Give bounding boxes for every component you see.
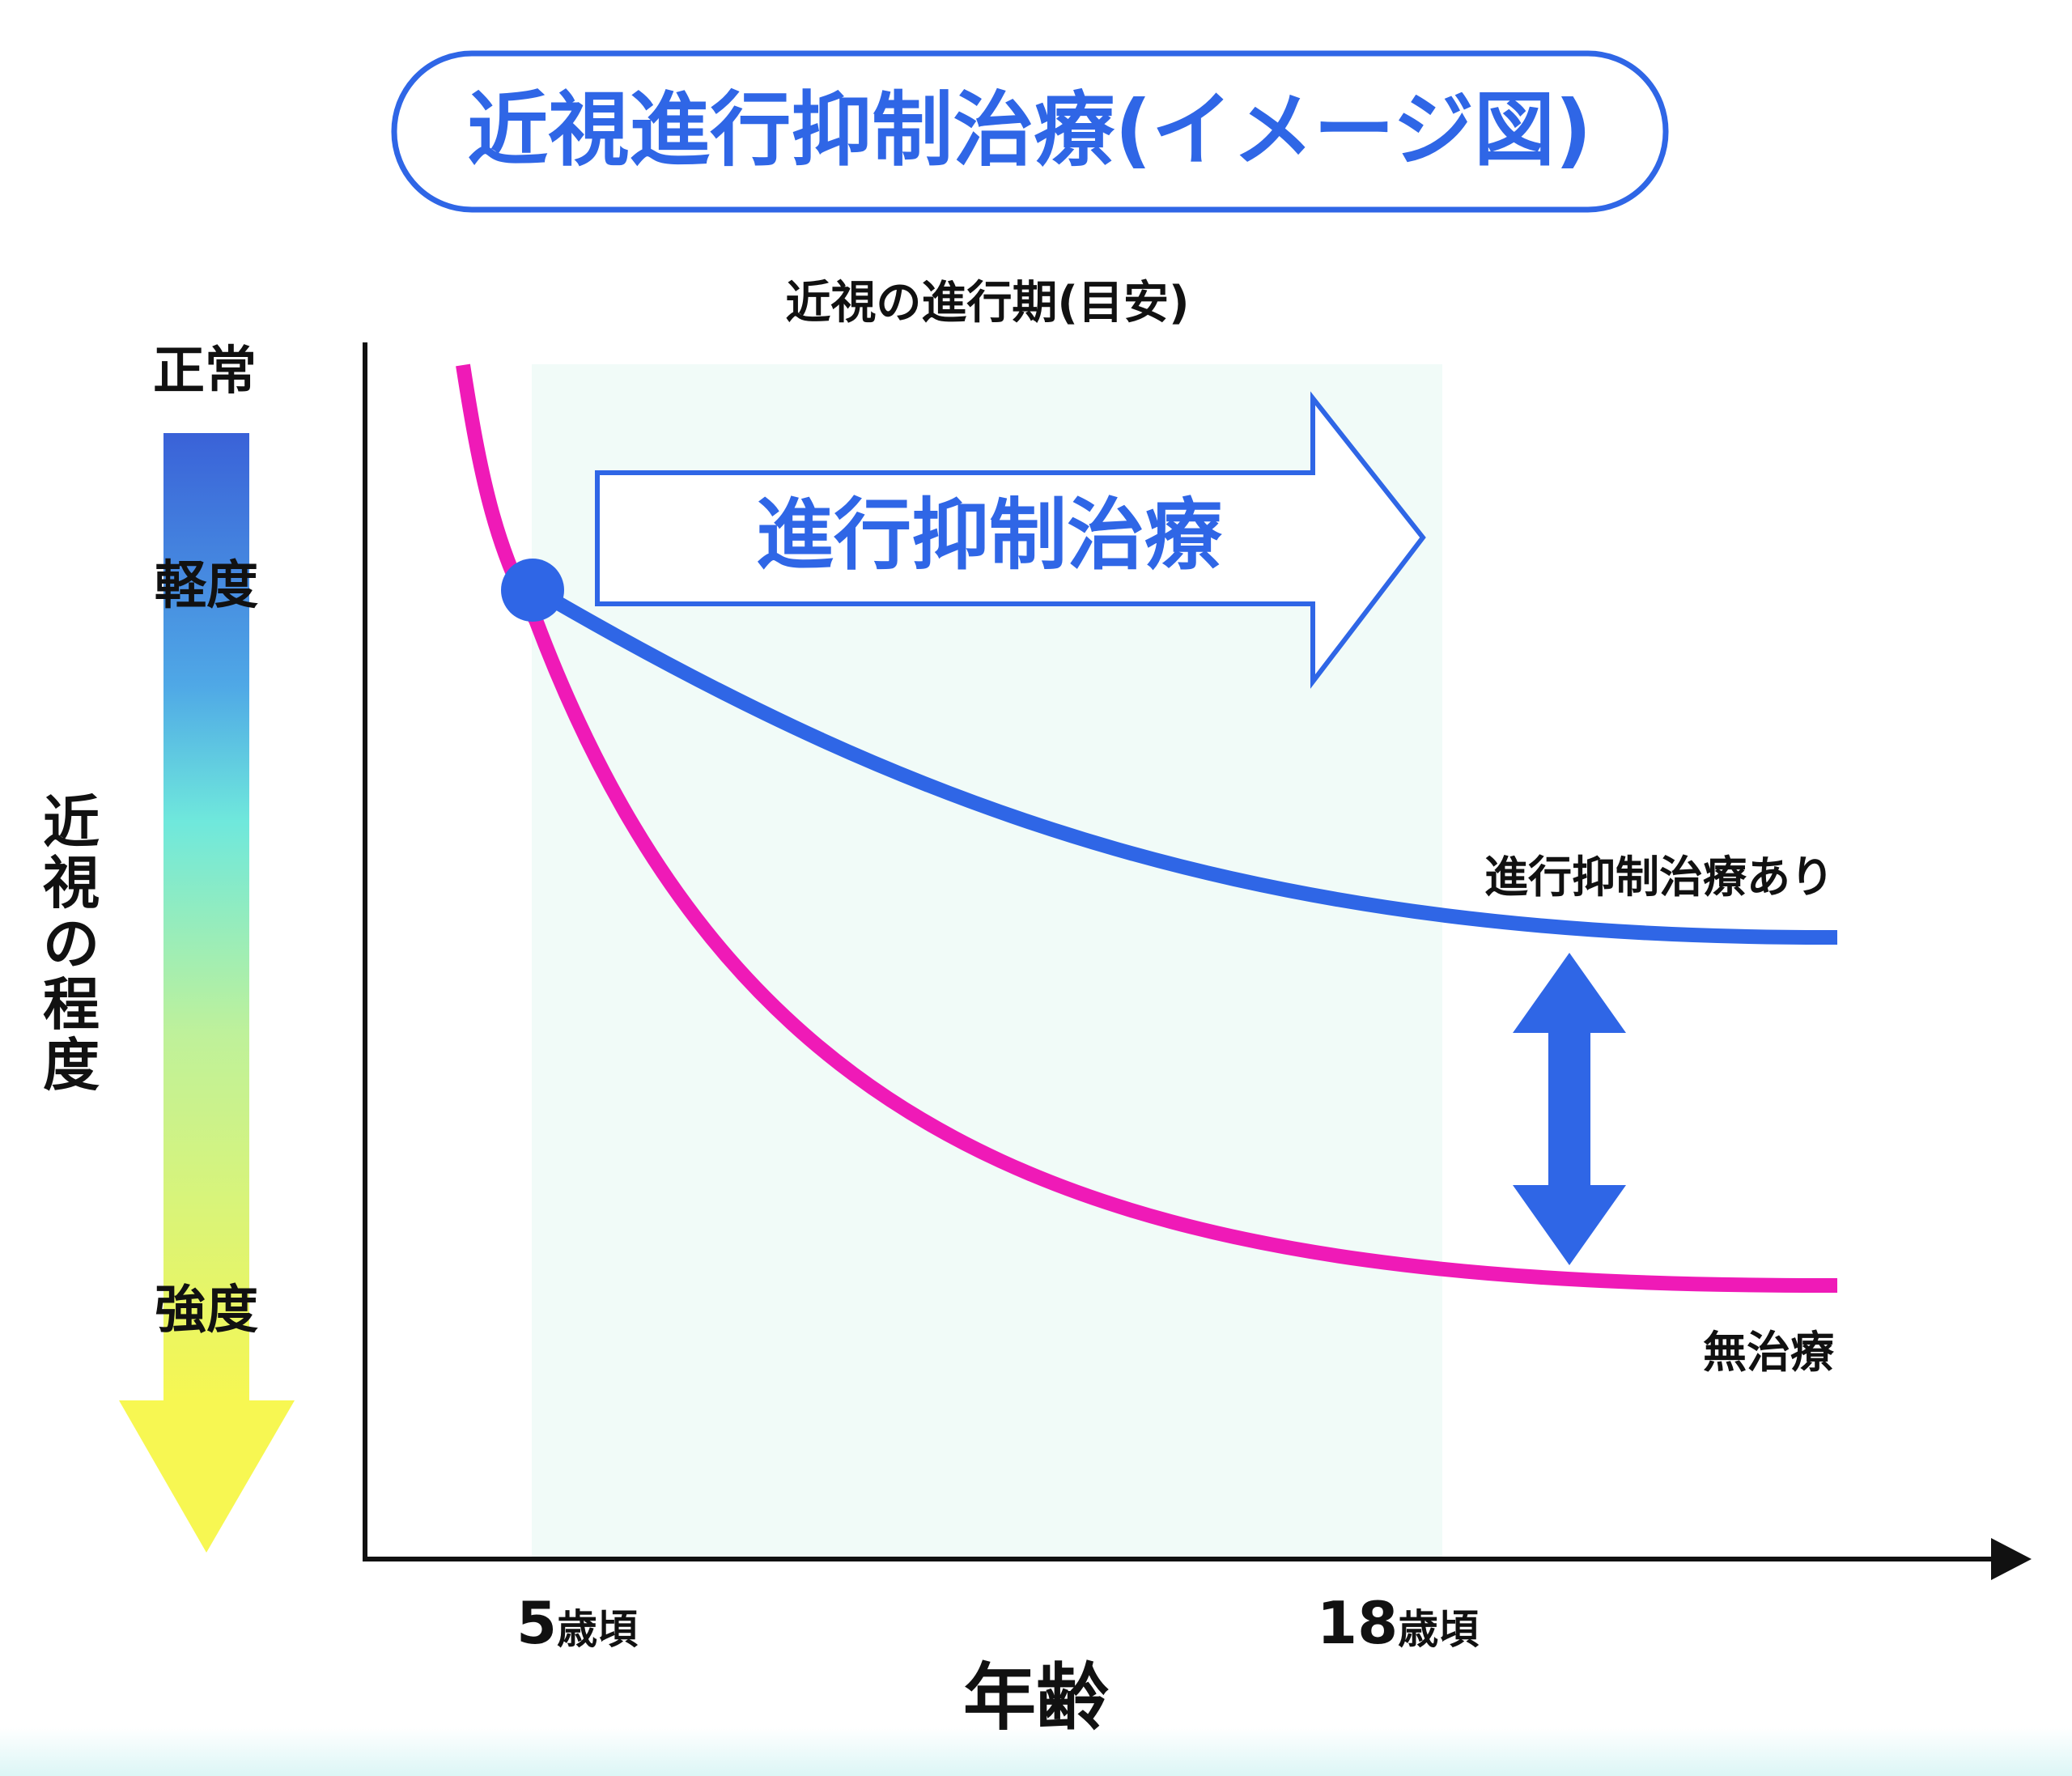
x-tick-age-18: 18歳頃	[1317, 1589, 1479, 1657]
page-title: 近視進行抑制治療(イメージ図)	[467, 83, 1591, 177]
y-axis-label-char: 度	[43, 1032, 100, 1098]
difference-double-arrow	[1513, 953, 1626, 1265]
treatment-arrow-outline	[595, 391, 1426, 689]
x-tick-age-18-number: 18	[1317, 1589, 1398, 1657]
title-frame	[391, 50, 1669, 213]
treatment-start-point	[501, 559, 564, 622]
y-axis-label: 近視の程度	[43, 789, 100, 1098]
x-tick-age-5-number: 5	[516, 1589, 557, 1657]
x-axis-label: 年齢	[963, 1655, 1109, 1740]
x-tick-age-5-unit: 歳頃	[557, 1606, 638, 1653]
x-tick-age-5: 5歳頃	[516, 1589, 638, 1657]
y-axis-label-char: 近	[43, 789, 100, 856]
x-tick-age-18-unit: 歳頃	[1398, 1606, 1479, 1653]
severity-scale: 正常 軽度 強度	[119, 342, 295, 1553]
title-banner: 近視進行抑制治療(イメージ図)	[391, 50, 1669, 213]
severity-gradient-bar	[163, 433, 249, 1404]
treatment-arrow-label: 進行抑制治療	[756, 490, 1222, 580]
y-axis-label-char: の	[43, 911, 100, 977]
severity-arrow-head	[119, 1400, 295, 1553]
y-axis-label-char: 程	[43, 971, 100, 1038]
untreated-curve	[456, 363, 1838, 1294]
treatment-arrow: 進行抑制治療	[595, 391, 1426, 689]
axes	[363, 342, 2032, 1580]
severity-level-severe: 強度	[155, 1281, 258, 1340]
severity-level-mild: 軽度	[155, 556, 258, 616]
progression-period-label: 近視の進行期(目安)	[785, 277, 1189, 329]
untreated-curve-label: 無治療	[1703, 1327, 1834, 1378]
severity-level-normal: 正常	[153, 342, 257, 402]
treated-curve	[532, 584, 1838, 945]
x-axis-arrow-head	[1991, 1538, 2032, 1580]
bottom-glow	[0, 1727, 2072, 1776]
treated-curve-label: 進行抑制治療あり	[1484, 852, 1834, 903]
y-axis-label-char: 視	[43, 850, 100, 916]
